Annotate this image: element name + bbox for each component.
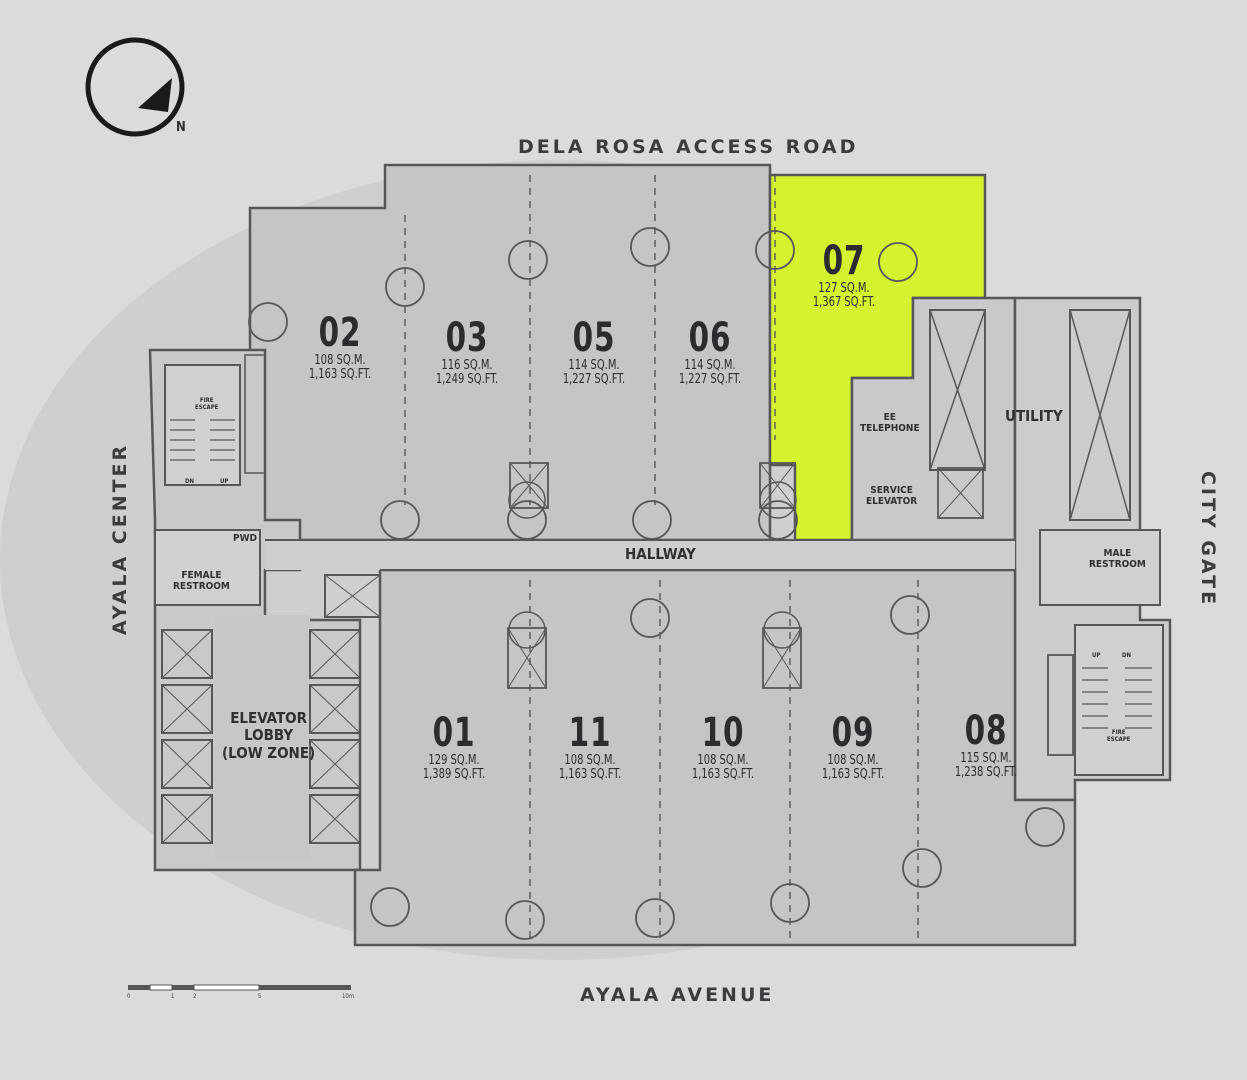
unit-sqft: 1,163 SQ.FT. bbox=[308, 366, 372, 382]
unit-number: 11 bbox=[568, 710, 612, 756]
east-fire-escape bbox=[1074, 624, 1164, 776]
stair-up-east: UP bbox=[1092, 652, 1101, 659]
hallway-strip bbox=[265, 540, 1015, 570]
unit-sqm: 108 SQ.M. bbox=[314, 353, 366, 368]
unit-sqft: 1,367 SQ.FT. bbox=[812, 294, 876, 310]
unit-11[interactable]: 11 108 SQ.M. 1,163 SQ.FT. bbox=[540, 712, 640, 781]
unit-number: 09 bbox=[831, 710, 875, 756]
stair-dn-east: DN bbox=[1122, 652, 1131, 659]
street-north: DELA ROSA ACCESS ROAD bbox=[518, 136, 859, 158]
unit-sqm: 114 SQ.M. bbox=[568, 358, 620, 373]
unit-08[interactable]: 08 115 SQ.M. 1,238 SQ.FT. bbox=[936, 710, 1036, 779]
compass-icon bbox=[85, 37, 185, 137]
unit-sqft: 1,249 SQ.FT. bbox=[435, 371, 499, 387]
unit-number: 08 bbox=[964, 708, 1008, 754]
unit-09[interactable]: 09 108 SQ.M. 1,163 SQ.FT. bbox=[803, 712, 903, 781]
elevator-lobby-room bbox=[215, 615, 310, 860]
unit-sqft: 1,163 SQ.FT. bbox=[691, 766, 755, 782]
scale-tick-1: 1 bbox=[171, 993, 175, 1000]
unit-sqft: 1,238 SQ.FT. bbox=[954, 764, 1018, 780]
street-south: AYALA AVENUE bbox=[580, 984, 775, 1006]
unit-number: 02 bbox=[318, 310, 362, 356]
unit-sqft: 1,227 SQ.FT. bbox=[562, 371, 626, 387]
unit-05[interactable]: 05 114 SQ.M. 1,227 SQ.FT. bbox=[544, 317, 644, 386]
unit-sqft: 1,389 SQ.FT. bbox=[422, 766, 486, 782]
unit-06[interactable]: 06 114 SQ.M. 1,227 SQ.FT. bbox=[660, 317, 760, 386]
street-east: CITY GATE bbox=[1197, 470, 1220, 608]
unit-number: 01 bbox=[432, 710, 476, 756]
unit-sqm: 108 SQ.M. bbox=[697, 753, 749, 768]
unit-sqm: 129 SQ.M. bbox=[428, 753, 480, 768]
scale-tick-10: 10m bbox=[342, 993, 355, 1000]
unit-sqm: 127 SQ.M. bbox=[818, 281, 870, 296]
scale-tick-5: 5 bbox=[258, 993, 262, 1000]
hallway-label: HALLWAY bbox=[625, 545, 696, 563]
unit-number: 03 bbox=[445, 315, 489, 361]
scale-bar bbox=[128, 984, 351, 991]
unit-07[interactable]: 07 127 SQ.M. 1,367 SQ.FT. bbox=[794, 240, 894, 309]
unit-sqm: 116 SQ.M. bbox=[441, 358, 493, 373]
unit-sqft: 1,163 SQ.FT. bbox=[821, 766, 885, 782]
stair-up-west: UP bbox=[220, 478, 229, 485]
unit-02[interactable]: 02 108 SQ.M. 1,163 SQ.FT. bbox=[290, 312, 390, 381]
unit-10[interactable]: 10 108 SQ.M. 1,163 SQ.FT. bbox=[673, 712, 773, 781]
elevator-lobby-label: ELEVATOR LOBBY (LOW ZONE) bbox=[222, 709, 316, 762]
utility-label: UTILITY bbox=[1005, 407, 1063, 425]
compass-n-label: N bbox=[176, 120, 186, 135]
unit-03[interactable]: 03 116 SQ.M. 1,249 SQ.FT. bbox=[417, 317, 517, 386]
west-fire-escape bbox=[164, 364, 241, 486]
unit-number: 10 bbox=[701, 710, 745, 756]
unit-01[interactable]: 01 129 SQ.M. 1,389 SQ.FT. bbox=[404, 712, 504, 781]
unit-number: 05 bbox=[572, 315, 616, 361]
stair-dn-west: DN bbox=[185, 478, 194, 485]
unit-sqft: 1,163 SQ.FT. bbox=[558, 766, 622, 782]
male-restroom-room bbox=[1039, 529, 1161, 606]
scale-tick-2: 2 bbox=[193, 993, 197, 1000]
unit-sqm: 108 SQ.M. bbox=[827, 753, 879, 768]
utility-shaft bbox=[929, 309, 986, 471]
female-restroom-room bbox=[154, 529, 261, 606]
unit-sqft: 1,227 SQ.FT. bbox=[678, 371, 742, 387]
unit-number: 07 bbox=[822, 238, 866, 284]
unit-sqm: 115 SQ.M. bbox=[960, 751, 1012, 766]
unit-number: 06 bbox=[688, 315, 732, 361]
unit-sqm: 108 SQ.M. bbox=[564, 753, 616, 768]
street-west: AYALA CENTER bbox=[109, 442, 132, 636]
unit-sqm: 114 SQ.M. bbox=[684, 358, 736, 373]
scale-tick-0: 0 bbox=[127, 993, 131, 1000]
south-floor-plate bbox=[353, 568, 1077, 947]
pwd-label: PWD bbox=[233, 533, 257, 544]
